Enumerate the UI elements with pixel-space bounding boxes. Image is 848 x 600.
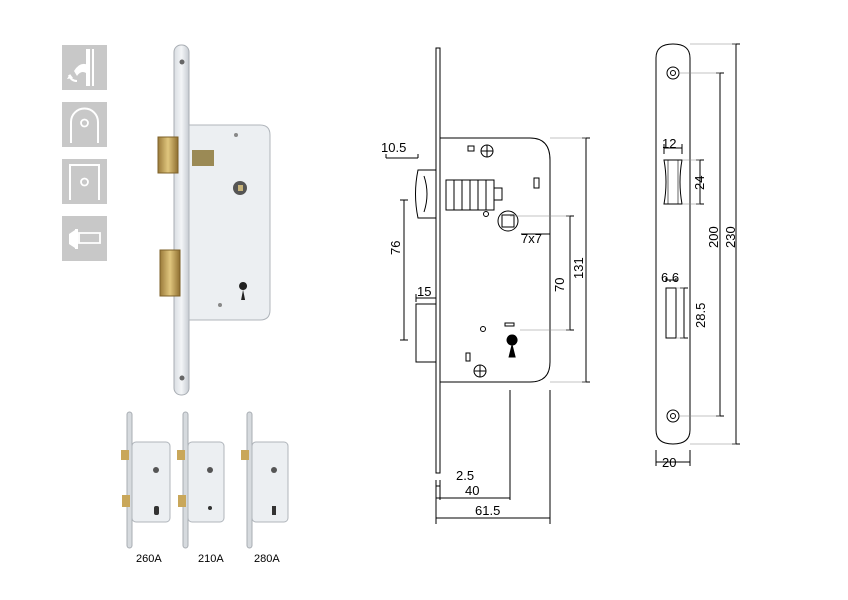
variant-thumbnail xyxy=(241,411,289,549)
dimension-label: 131 xyxy=(571,257,586,279)
dimension-label: 10.5 xyxy=(381,140,407,155)
dimension-label: 20 xyxy=(662,455,677,470)
dimension-label: 61.5 xyxy=(475,503,501,518)
dimension-label: 200 xyxy=(706,226,721,248)
dimension-label: 12 xyxy=(662,136,677,151)
dimension-label: 40 xyxy=(465,483,480,498)
dimension-label: 76 xyxy=(388,240,403,255)
variant-thumbnail xyxy=(121,411,171,549)
dimension-label: 7x7 xyxy=(521,231,542,246)
dimension-label: 15 xyxy=(417,284,432,299)
front-view-drawing xyxy=(655,43,740,466)
variant-label: 280A xyxy=(254,553,280,565)
round-faceplate-icon xyxy=(62,102,107,147)
dimension-label: 28.5 xyxy=(693,302,708,328)
lock-product-image xyxy=(157,44,271,396)
square-faceplate-icon xyxy=(62,159,107,204)
dimension-label: 24 xyxy=(692,175,707,190)
side-view-drawing xyxy=(385,47,590,524)
door-action-icon xyxy=(62,45,107,90)
dimension-label: 230 xyxy=(723,226,738,248)
dimension-label: 2.5 xyxy=(456,468,475,483)
dimension-label: 70 xyxy=(552,277,567,292)
latch-bolt-icon xyxy=(62,216,107,261)
dimension-label: 6.6 xyxy=(661,270,680,285)
variant-thumbnail xyxy=(177,411,225,549)
variant-label: 260A xyxy=(136,553,162,565)
variant-label: 210A xyxy=(198,553,224,565)
